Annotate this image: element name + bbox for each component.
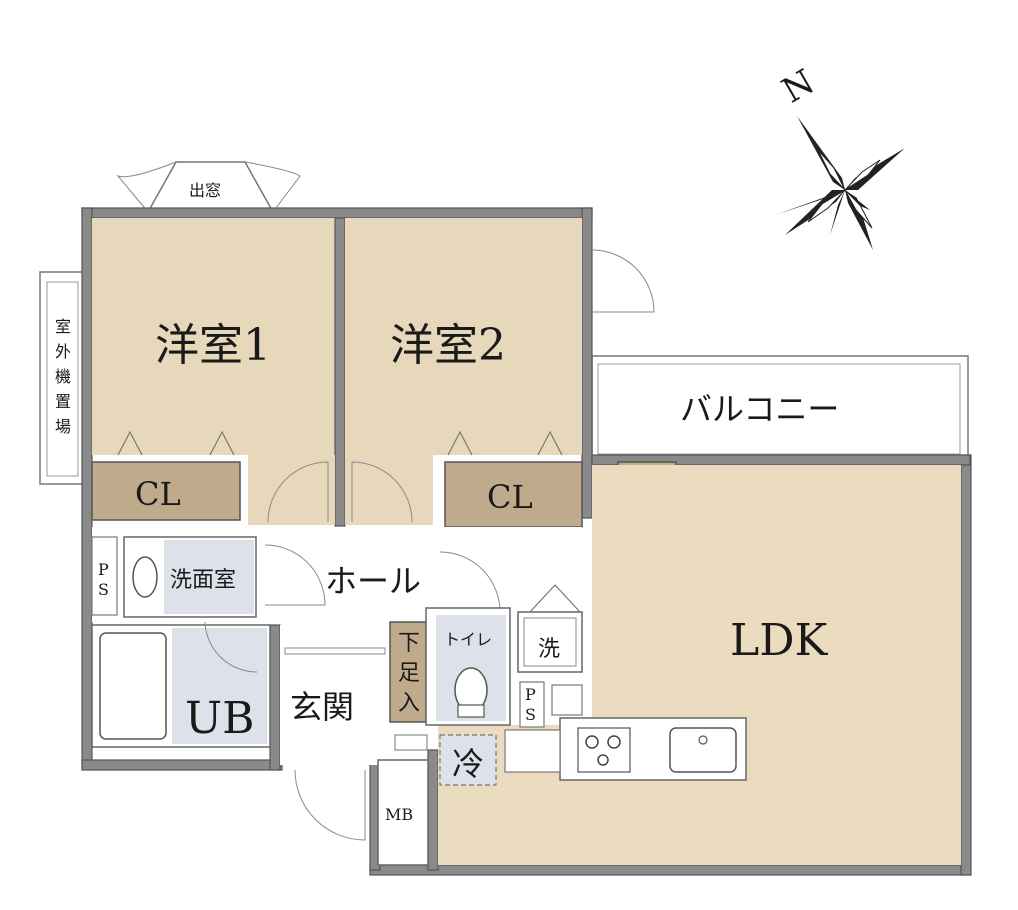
outdoor-unit-char-1: 外 [55, 342, 71, 361]
outdoor-unit-char-4: 場 [55, 417, 71, 436]
stove-icon [577, 727, 631, 773]
bay-window-label: 出窓 [189, 181, 221, 200]
western-room-2 [345, 218, 582, 455]
pipe-space-1 [91, 536, 118, 616]
ldk [592, 465, 961, 865]
bathtub-icon [99, 632, 167, 740]
ldk-label: LDK [730, 615, 828, 666]
balcony-label: バルコニー [680, 390, 839, 428]
pipe-space-2 [519, 681, 545, 728]
western-room-1 [92, 218, 335, 455]
outdoor-unit-char-3: 置 [55, 392, 71, 411]
toilet-label: トイレ [444, 630, 492, 649]
front-door[interactable] [294, 769, 366, 841]
western-room-2-label: 洋室2 [390, 320, 506, 371]
ps1-char-1: S [98, 580, 109, 599]
fridge-space [439, 734, 497, 786]
entrance-label: 玄関 [290, 688, 354, 726]
ps2-char-1: S [525, 705, 536, 724]
ps1-char-0: P [98, 560, 109, 579]
washroom-label: 洗面室 [170, 568, 236, 593]
shoe-storage-char-0: 下 [398, 631, 420, 656]
ps2-char-0: P [525, 685, 536, 704]
outdoor-unit-char-0: 室 [55, 317, 71, 336]
wash-basin-icon [132, 556, 158, 598]
unit-bath-label: UB [185, 693, 254, 744]
door-western-2[interactable] [351, 461, 413, 523]
fridge-label: 冷 [452, 745, 484, 783]
western-room-1-label: 洋室1 [155, 320, 271, 371]
shoe-storage-char-1: 足 [398, 661, 420, 686]
door-western-1[interactable] [267, 461, 329, 523]
closet-1 [91, 461, 241, 521]
hall-label: ホール [325, 562, 421, 600]
outdoor-unit-char-2: 機 [55, 367, 71, 386]
compass-north-label: N [776, 62, 822, 112]
meter-box-label: MB [385, 805, 413, 824]
shoe-storage-char-2: 入 [398, 691, 420, 716]
compass-icon [775, 116, 905, 250]
washer-label: 洗 [538, 637, 560, 662]
meter-box [377, 759, 429, 866]
sink-icon [669, 727, 737, 773]
closet-2-label: CL [487, 478, 533, 516]
closet-1-label: CL [135, 475, 181, 513]
shoe-storage [389, 621, 427, 723]
